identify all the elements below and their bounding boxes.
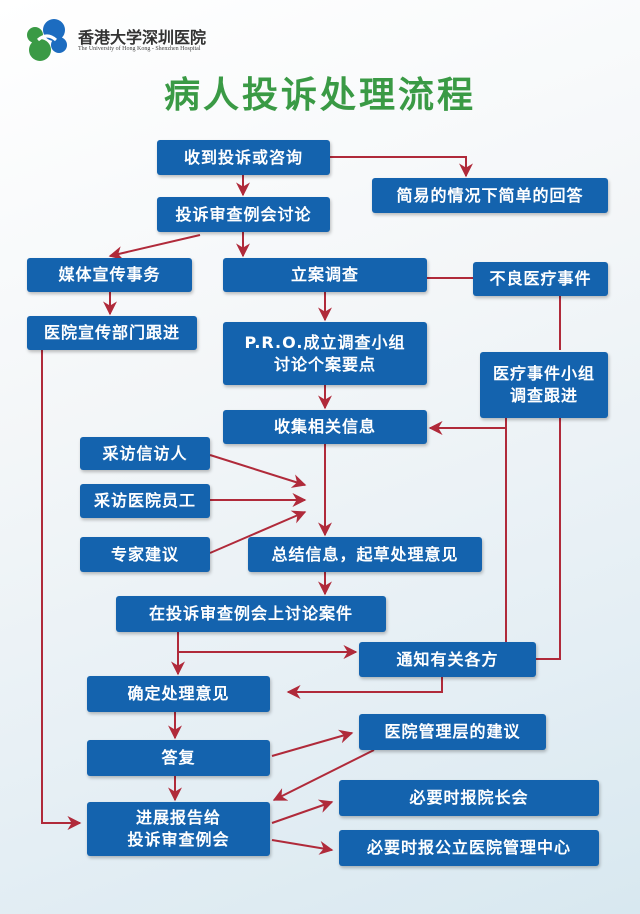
- node-label: 医疗事件小组: [492, 364, 595, 383]
- hospital-name-en: The University of Hong Kong - Shenzhen H…: [78, 46, 201, 52]
- node-adverse-event: 不良医疗事件: [473, 262, 608, 296]
- node-label: 通知有关各方: [396, 649, 499, 669]
- node-progress-report: 进展报告给投诉审查例会: [87, 802, 270, 856]
- node-label: 立案调查: [290, 265, 359, 284]
- arrow-report-public: [271, 839, 334, 855]
- node-interview-complainant: 采访信访人: [80, 437, 210, 470]
- node-file-case: 立案调查: [223, 258, 427, 292]
- node-label: 采访医院员工: [93, 491, 196, 510]
- node-label: 不良医疗事件: [489, 269, 592, 288]
- node-collect-info: 收集相关信息: [223, 410, 427, 444]
- node-report-public: 必要时报公立医院管理中心: [339, 830, 599, 866]
- arrow-review-media: [108, 234, 201, 260]
- node-reply: 答复: [87, 740, 270, 776]
- node-label: 投诉审查例会: [127, 830, 230, 849]
- node-notify: 通知有关各方: [359, 642, 536, 677]
- node-label: 在投诉审查例会上讨论案件: [148, 604, 353, 623]
- arrow-reply-management: [271, 729, 354, 757]
- node-label: 答复: [161, 748, 196, 767]
- node-discuss-case: 在投诉审查例会上讨论案件: [116, 596, 386, 632]
- page-title: 病人投诉处理流程: [163, 75, 476, 116]
- node-pro-group: P.R.O.成立调查小组讨论个案要点: [223, 322, 427, 385]
- node-label: 投诉审查例会讨论: [175, 204, 312, 224]
- node-incident-group: 医疗事件小组调查跟进: [480, 352, 608, 418]
- arrow-notify-decide: [286, 677, 443, 699]
- node-media: 媒体宣传事务: [27, 258, 192, 292]
- arrow-expert: [209, 510, 307, 554]
- node-label: 调查跟进: [509, 386, 578, 405]
- node-interview-staff: 采访医院员工: [80, 484, 210, 518]
- node-label: 必要时报公立医院管理中心: [366, 838, 571, 857]
- arrow-pr-report: [41, 350, 82, 830]
- node-label: 医院宣传部门跟进: [43, 323, 180, 342]
- node-pr-dept: 医院宣传部门跟进: [27, 316, 197, 350]
- node-management-advice: 医院管理层的建议: [359, 714, 546, 750]
- node-decide: 确定处理意见: [87, 676, 270, 712]
- hospital-logo: [24, 18, 70, 66]
- arrow-complainant: [209, 454, 307, 488]
- node-label: 媒体宣传事务: [58, 265, 161, 284]
- arrow-management-report: [272, 749, 375, 801]
- node-label: 必要时报院长会: [409, 788, 529, 807]
- arrow-incident-collect: [428, 418, 507, 435]
- node-label: 收到投诉或咨询: [183, 147, 303, 167]
- node-expert-advice: 专家建议: [80, 537, 210, 572]
- node-label: 简易的情况下简单的回答: [396, 185, 584, 205]
- node-receive: 收到投诉或咨询: [157, 140, 330, 175]
- node-report-president: 必要时报院长会: [339, 780, 599, 816]
- node-label: 采访信访人: [102, 443, 188, 463]
- node-label: 确定处理意见: [127, 684, 230, 703]
- node-simple-reply: 简易的情况下简单的回答: [372, 178, 608, 213]
- arrow-incident-notify: [536, 418, 561, 660]
- node-label: P.R.O.成立调查小组: [244, 332, 406, 352]
- node-summarize: 总结信息，起草处理意见: [248, 537, 482, 572]
- node-label: 总结信息，起草处理意见: [271, 544, 459, 564]
- node-label: 讨论个案要点: [273, 354, 376, 374]
- node-label: 专家建议: [110, 544, 179, 564]
- node-label: 医院管理层的建议: [384, 722, 521, 741]
- node-label: 收集相关信息: [273, 417, 376, 436]
- arrow-report-president: [271, 799, 334, 824]
- node-label: 进展报告给: [135, 808, 221, 827]
- hospital-name-cn: 香港大学深圳医院: [78, 28, 207, 47]
- node-review-meeting: 投诉审查例会讨论: [157, 197, 330, 232]
- arrow-receive-simple: [330, 156, 473, 178]
